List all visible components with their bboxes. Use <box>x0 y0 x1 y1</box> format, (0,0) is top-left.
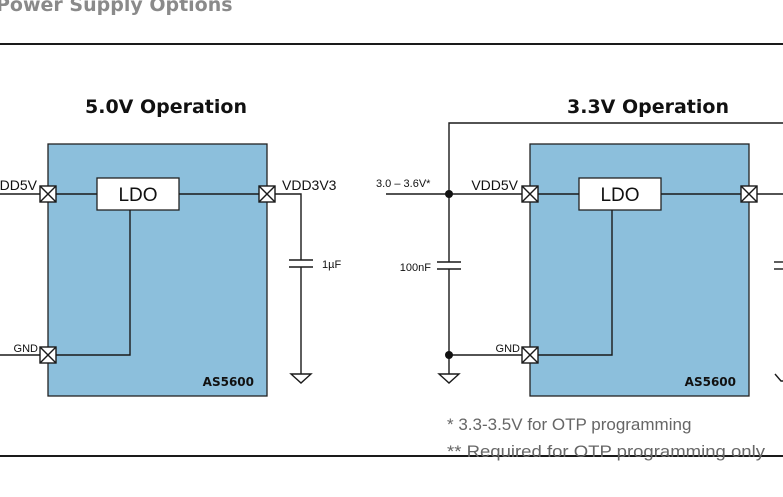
right-supply-label: 3.0 – 3.6V* <box>376 178 431 190</box>
right-capacitor-label: 100nF <box>400 262 431 274</box>
left-gnd-pin <box>39 346 57 364</box>
right-ldo-block <box>578 177 662 211</box>
right-chip-name: AS5600 <box>685 375 736 389</box>
right-diagram: 3.3V Operation LDO 100nF <box>376 96 783 397</box>
right-ldo-label: LDO <box>600 185 639 206</box>
left-capacitor-label: 1µF <box>322 259 341 271</box>
note-otp-required: ** Required for OTP programming only <box>447 442 766 461</box>
right-ground-symbol <box>437 373 461 384</box>
left-ground-symbol <box>289 373 313 384</box>
right-supply-junction <box>445 190 453 198</box>
right-vdd5v-label: VDD5V <box>471 177 518 193</box>
right-ground-wire <box>530 210 613 356</box>
right-vdd5v-pin <box>521 185 539 203</box>
left-ldo-label: LDO <box>118 185 157 206</box>
left-vdd3v3-label: VDD3V3 <box>282 177 337 193</box>
left-vdd5v-label: VDD5V <box>0 177 38 193</box>
right-gnd-pin <box>521 346 539 364</box>
right-cutoff-ground <box>774 373 783 382</box>
left-vdd3v3-wire <box>267 193 302 260</box>
right-gnd-label: GND <box>496 343 521 355</box>
right-ground-junction <box>445 351 453 359</box>
section-title: Power Supply Options <box>0 0 233 16</box>
right-bypass-wire <box>448 122 783 262</box>
note-otp-voltage: * 3.3-3.5V for OTP programming <box>447 415 691 434</box>
right-output-pin <box>740 185 758 203</box>
left-ground-wire <box>48 210 131 356</box>
left-vdd3v3-pin <box>258 185 276 203</box>
top-divider <box>0 43 783 45</box>
right-heading: 3.3V Operation <box>567 96 729 118</box>
left-heading: 5.0V Operation <box>85 96 247 118</box>
left-chip-name: AS5600 <box>203 375 254 389</box>
left-gnd-label: GND <box>14 343 39 355</box>
left-vdd5v-pin <box>39 185 57 203</box>
bottom-divider <box>0 455 783 457</box>
left-diagram: 5.0V Operation LDO 1µF <box>0 96 341 397</box>
